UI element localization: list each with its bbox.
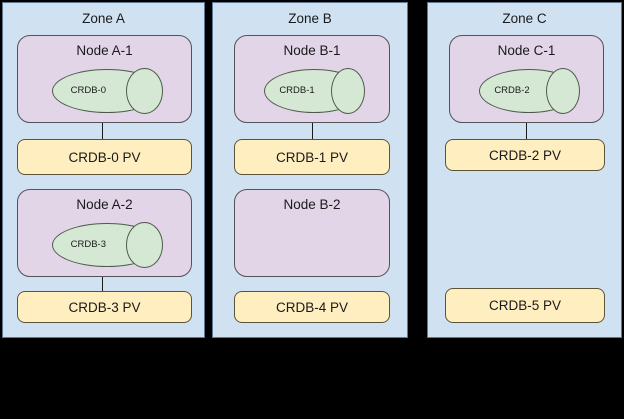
database-label: CRDB-0 [70,85,106,96]
zone-a[interactable]: Zone A Node A-1 CRDB-0 CRDB-0 PV Node A-… [2,2,205,338]
database-label: CRDB-1 [279,85,315,96]
connector-crdb-1 [312,123,313,139]
pv-crdb-2[interactable]: CRDB-2 PV [445,139,605,171]
cylinder-cap [125,222,163,268]
pv-crdb-1[interactable]: CRDB-1 PV [234,139,390,175]
node-c-1-title: Node C-1 [497,43,556,58]
connector-crdb-0 [102,123,103,139]
node-b-1-title: Node B-1 [283,43,341,58]
pv-crdb-4[interactable]: CRDB-4 PV [234,291,390,323]
node-b-2[interactable]: Node B-2 [234,189,390,277]
database-cylinder-crdb-2[interactable]: CRDB-2 [479,68,580,114]
node-a-1[interactable]: Node A-1 CRDB-0 [17,35,192,123]
database-cylinder-crdb-0[interactable]: CRDB-0 [52,68,163,114]
zone-b[interactable]: Zone B Node B-1 CRDB-1 CRDB-1 PV Node B-… [212,2,408,338]
node-b-2-title: Node B-2 [283,197,341,212]
database-cylinder-crdb-1[interactable]: CRDB-1 [264,68,365,114]
database-cylinder-crdb-3[interactable]: CRDB-3 [52,222,163,268]
pv-crdb-5[interactable]: CRDB-5 PV [445,288,605,323]
cylinder-cap [125,68,163,114]
cylinder-cap [331,68,365,114]
database-label: CRDB-2 [494,85,530,96]
node-a-2-title: Node A-2 [76,197,133,212]
zone-b-title: Zone B [288,11,332,26]
zone-c-title: Zone C [502,11,547,26]
pv-crdb-0[interactable]: CRDB-0 PV [17,139,192,175]
connector-crdb-3 [102,277,103,291]
database-label: CRDB-3 [70,239,106,250]
connector-crdb-2 [526,123,527,139]
zone-c[interactable]: Zone C Node C-1 CRDB-2 CRDB-2 PV CRDB-5 … [427,2,622,338]
zone-a-title: Zone A [82,11,125,26]
node-a-1-title: Node A-1 [76,43,133,58]
node-b-1[interactable]: Node B-1 CRDB-1 [234,35,390,123]
node-a-2[interactable]: Node A-2 CRDB-3 [17,189,192,277]
pv-crdb-3[interactable]: CRDB-3 PV [17,291,192,323]
node-c-1[interactable]: Node C-1 CRDB-2 [449,35,604,123]
cylinder-cap [546,68,580,114]
